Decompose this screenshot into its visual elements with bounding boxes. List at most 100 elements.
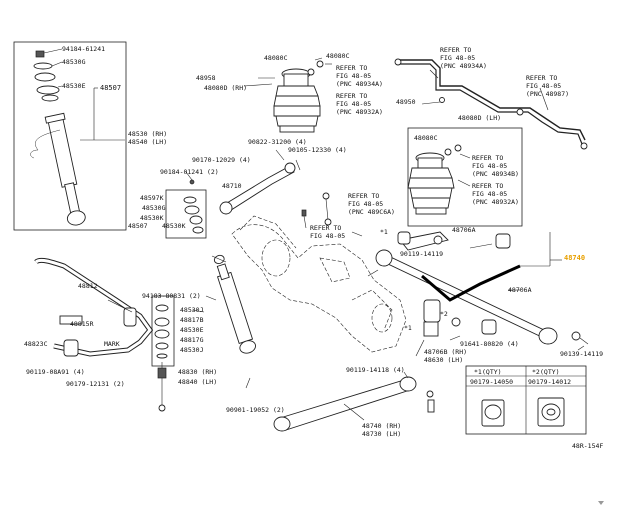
refer-label: (PNC 48934A) (440, 62, 487, 70)
qty-label: (QTY) (540, 368, 560, 376)
note-marker: *1 (474, 368, 482, 376)
refer-label: FIG 48-05 (472, 190, 507, 198)
shock-cap (44, 112, 66, 124)
part-label: MARK (104, 340, 120, 348)
part-label: 90139-14119 (560, 350, 603, 358)
part-label: 48507 (100, 84, 121, 92)
refer-label: FIG 48-05 (526, 82, 561, 90)
note-marker: *1 (380, 228, 388, 236)
bushing-detail-box (465, 365, 587, 435)
part-label: 48950 (396, 98, 416, 106)
refer-label: (PNC 48932A) (472, 198, 519, 206)
part-label: 90179-14012 (528, 378, 571, 386)
part-label: 48080D (RH) (204, 84, 247, 92)
refer-label: REFER TO (336, 64, 367, 72)
refer-label: REFER TO (348, 192, 379, 200)
stabilizer-link-box (151, 295, 175, 367)
air-spring-right-group (243, 57, 332, 133)
note-marker: *1 (404, 324, 412, 332)
part-label: 48817B (180, 316, 204, 324)
part-label: 48530E (62, 82, 86, 90)
highlight-stroke (421, 264, 521, 302)
part-label: 94184-61241 (62, 45, 105, 53)
air-tube-group (394, 58, 588, 150)
shock-body (47, 115, 78, 188)
qty-label: (QTY) (482, 368, 502, 376)
part-label: 48597K (140, 194, 164, 202)
part-label: 48958 (196, 74, 216, 82)
part-label: 48812 (78, 282, 98, 290)
part-label: 91641-80820 (4) (460, 340, 519, 348)
part-label: 48530 (RH) (128, 130, 167, 138)
air-spring-bellows (275, 85, 319, 97)
refer-label: (PNC 48934B) (472, 170, 519, 178)
refer-label: FIG 48-05 (472, 162, 507, 170)
refer-label: REFER TO (310, 224, 341, 232)
stabilizer-bar (34, 257, 154, 357)
part-label: 48740 (RH) (362, 422, 401, 430)
upper-control-arm (375, 231, 589, 345)
part-label: 90105-12330 (4) (288, 146, 347, 154)
lower-control-arm (273, 371, 435, 432)
stabilizer-link-group (151, 295, 175, 412)
bushing-icon (36, 85, 60, 95)
air-spring-top (283, 73, 309, 87)
figure-code: 48R-154F (572, 442, 603, 450)
shock-absorber-left-group (13, 41, 127, 231)
refer-label: FIG 48-05 (310, 232, 345, 240)
refer-label: (PNC 48934A) (336, 80, 383, 88)
part-label: 48817G (180, 336, 204, 344)
shock-absorber-box (13, 41, 127, 231)
fitting-icon (307, 68, 315, 76)
part-label: 48730 (LH) (362, 430, 401, 438)
refer-label: REFER TO (440, 46, 471, 54)
part-label: 48530K (140, 214, 164, 222)
part-label: 90179-14050 (470, 378, 513, 386)
washer-icon (33, 62, 53, 70)
refer-label: REFER TO (472, 182, 503, 190)
air-spring-box (407, 127, 523, 227)
part-label: 90179-12131 (2) (66, 380, 125, 388)
bushing-icon (34, 72, 56, 82)
part-label: 48840 (LH) (178, 378, 217, 386)
refer-label: REFER TO (472, 154, 503, 162)
refer-label: REFER TO (526, 74, 557, 82)
part-label: 48823C (24, 340, 48, 348)
scroll-down-arrow-icon[interactable] (598, 501, 604, 505)
washer-icon (41, 94, 59, 102)
refer-label: FIG 48-05 (348, 200, 383, 208)
part-label: 90119-14119 (400, 250, 443, 258)
part-label: 48530E (180, 326, 204, 334)
part-label: 48815R (70, 320, 94, 328)
part-label: 90822-31200 (4) (248, 138, 307, 146)
note-marker: *2 (532, 368, 540, 376)
part-label: 48507 (128, 222, 148, 230)
part-label: 94183-80831 (2) (142, 292, 201, 300)
bracket-parts-group (165, 171, 207, 239)
refer-label: FIG 48-05 (336, 100, 371, 108)
lateral-rod-group (219, 149, 332, 229)
part-label: 48830 (RH) (178, 368, 217, 376)
part-label: 90170-12029 (4) (192, 156, 251, 164)
refer-label: FIG 48-05 (440, 54, 475, 62)
air-spring-left-group (407, 127, 523, 227)
part-label: 48706B (RH) (424, 348, 467, 356)
part-label: 48080C (414, 134, 438, 142)
part-label: 48630 (LH) (424, 356, 463, 364)
shock-rod (64, 182, 81, 215)
sensor-wire (30, 129, 61, 159)
part-label: 48706A (508, 286, 532, 294)
part-label: 90184-01241 (2) (160, 168, 219, 176)
leader-lines (191, 231, 585, 357)
part-label: 48080C (326, 52, 350, 60)
part-label: 48530G (142, 204, 166, 212)
shock-eye (66, 210, 86, 226)
shock-absorber-right-group (205, 254, 256, 389)
refer-label: (PNC 48932A) (336, 108, 383, 116)
axle-housing (231, 215, 407, 353)
air-tube (396, 59, 586, 141)
shock-body (216, 271, 254, 344)
bushing-icon (423, 299, 441, 323)
refer-label: REFER TO (336, 92, 367, 100)
